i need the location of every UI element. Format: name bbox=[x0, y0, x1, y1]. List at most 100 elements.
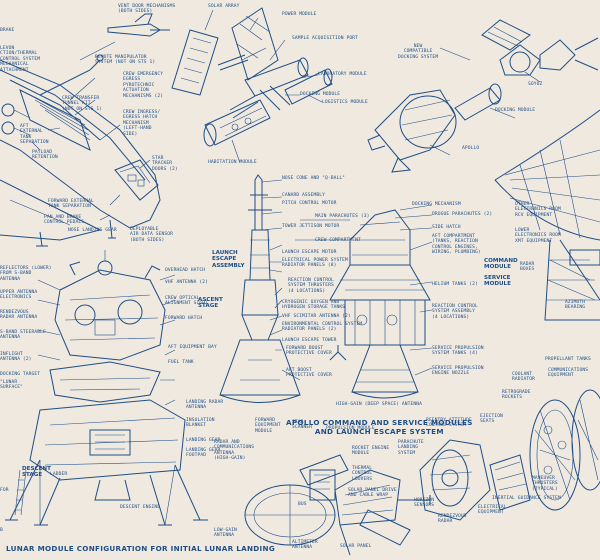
label-logistics: LOGISTICS MODULE bbox=[322, 100, 368, 105]
label-sample-acquisition: SAMPLE ACQUISITION PORT bbox=[292, 36, 358, 41]
label-lower-electronics: LOWER ELECTRONICS ROOM XMT EQUIPMENT bbox=[515, 228, 561, 244]
label-env-control: Environmental control system radiator pa… bbox=[282, 322, 363, 333]
label-laboratory: LABORATORY MODULE bbox=[318, 72, 367, 77]
label-service-propulsion-tanks: Service propulsion system tanks (4) bbox=[432, 346, 484, 357]
label-propellant-tanks: PROPELLANT TANKS bbox=[545, 357, 591, 362]
label-vent-door: VENT DOOR MECHANISMS (BOTH SIDES) bbox=[118, 4, 176, 15]
label-left-partial: LEVON CTION/THERMAL CONTROL SYSTEM MECHA… bbox=[0, 46, 41, 73]
space-station-diagram bbox=[171, 7, 333, 147]
label-reaction-control: Reaction control system thrusters (4 loc… bbox=[288, 278, 334, 294]
label-docking-module-station: DOCKING MODULE bbox=[300, 92, 341, 97]
label-maneuver-thrusters: MANEUVER THRUSTERS (TYPICAL) bbox=[532, 476, 558, 492]
label-lunar-stub: "lunar surface" bbox=[0, 380, 23, 391]
label-thermal-control: THERMAL CONTROL LOUVERS bbox=[352, 466, 373, 482]
title-lunar-module: LUNAR MODULE CONFIGURATION FOR INITIAL L… bbox=[6, 544, 276, 553]
label-forward-external: FORWARD EXTERNAL TANK SEPARATION bbox=[48, 199, 94, 210]
label-forward-boost: Forward boost protective cover bbox=[286, 346, 332, 357]
label-cryogenic: Cryogenic oxygen and hydrogen storage ta… bbox=[282, 300, 346, 311]
label-payload-retention: PAYLOAD RETENTION bbox=[32, 150, 58, 161]
label-docking-mechanism: Docking mechanism bbox=[412, 202, 461, 207]
label-service-engine: Service propulsion engine nozzle bbox=[432, 366, 484, 377]
label-crew-compartment: Crew compartment bbox=[315, 238, 361, 243]
label-solar-panel: SOLAR PANEL bbox=[340, 544, 372, 549]
label-lunar-rendezvous: RENDEZVOUS RADAR ANTENNA bbox=[0, 310, 38, 321]
label-pan-brake: PAN AND BRAKE CONTROL PEDALS bbox=[44, 215, 85, 226]
label-vhf-scimitar: VHF scimitar antenna (2) bbox=[282, 314, 351, 319]
label-pitch-control: Pitch control motor bbox=[282, 201, 337, 206]
label-retrograde-rockets: RETROGRADE ROCKETS bbox=[502, 390, 531, 401]
label-helium-tanks: Helium tanks (2) bbox=[432, 282, 478, 287]
radar-dish-diagram bbox=[494, 109, 600, 321]
label-lunar-sband: S-band steerable antenna bbox=[0, 330, 46, 341]
label-radar-communications: RADAR AND COMMUNICATIONS ANTENNA (HIGH-G… bbox=[214, 440, 255, 462]
label-high-gain: High-gain (deep space) antenna bbox=[336, 402, 422, 407]
title-command-module: COMMAND MODULE bbox=[484, 258, 518, 271]
label-lunar-upper-electronics: Upper antenna electronics bbox=[0, 290, 38, 301]
label-main-parachutes: Main parachutes (3) bbox=[315, 214, 370, 219]
label-low-gain: LOW-GAIN ANTENNA bbox=[214, 528, 237, 539]
label-launch-escape-tower: Launch escape tower bbox=[282, 338, 337, 343]
apollo-csm-diagram bbox=[219, 174, 431, 403]
label-reentry-control: REENTRY ATTITUDE CONTROL SYSTEM bbox=[426, 418, 472, 429]
label-electrical-power: Electrical power system radiator panels … bbox=[282, 258, 348, 269]
label-solar-drive: SOLAR PANEL DRIVE AND CABLE WRAP bbox=[348, 488, 397, 499]
label-lunar-vhf: VHF ANTENNA (2) bbox=[165, 280, 208, 285]
label-lunar-landing-radar: Landing radar antenna bbox=[186, 400, 224, 411]
label-new-docking: NEW COMPATIBLE DOCKING SYSTEM bbox=[398, 44, 439, 60]
label-aft-boost: Aft boost protective cover bbox=[286, 368, 332, 379]
label-lunar-landing-gear: LANDING GEAR bbox=[186, 438, 221, 443]
label-other-electronics: OTHER ELECTRONICS ROOM RCV EQUIPMENT bbox=[515, 202, 561, 218]
label-nose-cone: Nose cone and "q-ball" bbox=[282, 176, 346, 181]
label-radar-box: RADAR BOXES bbox=[520, 262, 535, 273]
label-stub-for: FOR bbox=[0, 488, 9, 493]
label-azimuth-bearing: AZIMUTH BEARING bbox=[565, 300, 586, 311]
label-aft-external: AFT EXTERNAL TANK SEPARATION bbox=[20, 124, 49, 146]
label-star-tracker: STAR TRACKER DOORS (2) bbox=[152, 156, 178, 172]
label-crew-transfer: CREW TRANSFER TUNNEL KIT (NOT ON STS 1) bbox=[62, 96, 103, 112]
label-lunar-footpad: Landing gear footpad bbox=[186, 448, 221, 459]
space-shuttle-diagram bbox=[0, 13, 170, 247]
label-ejection-seats: EJECTION SEATS bbox=[480, 414, 503, 425]
label-lunar-aft-equip: Aft equipment bay bbox=[168, 345, 217, 350]
label-drogue: Drogue parachutes (2) bbox=[432, 212, 493, 217]
label-launch-escape-motor: Launch escape motor bbox=[282, 250, 337, 255]
label-tower-jettison: Tower jettison motor bbox=[282, 224, 340, 229]
label-inertial-guidance: INERTIAL GUIDANCE SYSTEM bbox=[492, 496, 561, 501]
label-lunar-forward-hatch: FORWARD HATCH bbox=[165, 316, 203, 321]
label-canard: Canard assembly bbox=[282, 193, 325, 198]
label-aft-compartment: Aft compartment (tanks, reaction control… bbox=[432, 234, 481, 256]
title-apollo-csm: APOLLO COMMAND AND SERVICE MODULES AND L… bbox=[286, 418, 473, 436]
gemini-spacecraft-diagram bbox=[419, 389, 600, 521]
label-soyuz: SOYUZ bbox=[528, 82, 543, 87]
label-crew-ingress: CREW INGRESS/ EGRESS HATCH MECHANISM (LE… bbox=[123, 110, 161, 137]
label-lunar-docking-target: Docking target bbox=[0, 372, 41, 377]
title-launch-escape: LAUNCH ESCAPE ASSEMBLY bbox=[212, 250, 245, 269]
apollo-soyuz-diagram bbox=[367, 19, 599, 173]
label-nose-landing: NOSE LANDING GEAR bbox=[68, 228, 117, 233]
label-altimeter: ALTIMETER ANTENNA bbox=[292, 540, 318, 551]
label-remote-manipulator: REMOTE MANIPULATOR SYSTEM (NOT ON STS 1) bbox=[95, 55, 156, 66]
title-ascent-stage: ASCENT STAGE bbox=[198, 297, 223, 310]
label-electrical-equipment: ELECTRICAL EQUIPMENT bbox=[478, 505, 507, 516]
title-service-module: SERVICE MODULE bbox=[484, 275, 511, 288]
title-descent-stage: DESCENT STAGE bbox=[22, 466, 51, 479]
label-deployable-air: DEPLOYABLE AIR DATA SENSOR (BOTH SIDES) bbox=[130, 227, 173, 243]
label-forward-equipment: FORWARD EQUIPMENT MODULE bbox=[255, 418, 281, 434]
label-rocket-engine: ROCKET ENGINE MODULE bbox=[352, 446, 390, 457]
label-lunar-overhead-hatch: OVERHEAD HATCH bbox=[165, 268, 206, 273]
leader-lines bbox=[31, 9, 541, 406]
label-lunar-inflight: INFLIGHT ANTENNA (2) bbox=[0, 352, 32, 363]
label-lunar-fuel-tank: Fuel tank bbox=[168, 360, 194, 365]
planetary-probe-diagram bbox=[244, 454, 431, 556]
label-horizon-sensors: HORIZON SENSORS bbox=[414, 498, 435, 509]
label-lunar-crew-optical: CREW OPTICAL ALIGNMENT SIGHT bbox=[165, 296, 208, 307]
label-coolant-radiator: COOLANT RADIATOR bbox=[512, 372, 535, 383]
label-solar-array: SOLAR ARRAY bbox=[208, 4, 240, 9]
label-lunar-ladder: LADDER bbox=[50, 472, 68, 477]
label-comm-equipment: COMMUNICATIONS EQUIPMENT bbox=[548, 368, 589, 379]
label-star-scanner: STAR SCANNER bbox=[292, 420, 313, 431]
label-stub-b: B bbox=[0, 528, 3, 533]
label-lunar-descent-engine: Descent engine bbox=[120, 505, 161, 510]
